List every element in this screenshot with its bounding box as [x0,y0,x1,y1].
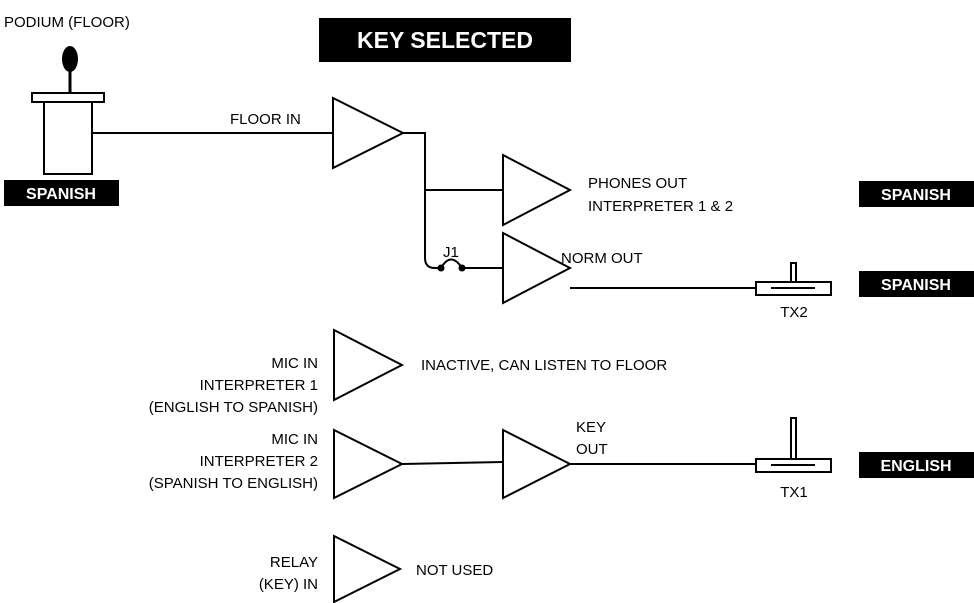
jumper-j1-icon [437,258,466,272]
key-out-sublabel: OUT [576,441,608,458]
mic1-interpreter: INTERPRETER 1 [200,377,318,394]
mic2-amplifier [333,428,405,500]
relay-status: NOT USED [416,562,493,579]
header-badge [319,18,571,62]
key-language-badge [859,452,974,478]
relay-sublabel: (KEY) IN [259,576,318,593]
phones-language-badge [859,181,974,207]
mic1-amplifier [333,328,405,402]
key-out-label: KEY [576,419,606,436]
podium-label: PODIUM (FLOOR) [4,14,130,31]
relay-label: RELAY [270,554,318,571]
norm-out-label: NORM OUT [561,250,643,267]
floor-in-amplifier [332,96,406,170]
header-title: KEY SELECTED [357,27,533,53]
phones-out-label: PHONES OUT [588,175,687,192]
mic2-direction: (SPANISH TO ENGLISH) [149,475,318,492]
key-out-amplifier [502,428,573,500]
phones-language-text: SPANISH [881,187,951,204]
phones-out-sublabel: INTERPRETER 1 & 2 [588,198,733,215]
podium-language-text: SPANISH [26,186,96,203]
tx1-transmitter-icon [755,417,832,473]
norm-language-text: SPANISH [881,277,951,294]
relay-amplifier [333,534,403,603]
podium-language-badge [4,180,119,206]
norm-language-badge [859,271,974,297]
floor-in-label: FLOOR IN [230,111,301,128]
floor-bus-wire [403,132,426,258]
mic1-direction: (ENGLISH TO SPANISH) [149,399,318,416]
phones-out-amplifier [502,153,573,227]
floor-bus-corner [424,257,441,269]
key-language-text: ENGLISH [880,458,951,475]
tx2-label: TX2 [780,304,808,321]
mic2-wire [401,461,504,465]
mic1-status: INACTIVE, CAN LISTEN TO FLOOR [421,357,667,374]
tx1-label: TX1 [780,484,808,501]
podium-microphone-icon [31,46,105,175]
norm-out-amplifier [502,231,573,305]
mic2-label: MIC IN [271,431,318,448]
mic2-interpreter: INTERPRETER 2 [200,453,318,470]
jumper-label: J1 [443,244,459,261]
tx2-transmitter-icon [755,262,832,296]
mic1-label: MIC IN [271,355,318,372]
